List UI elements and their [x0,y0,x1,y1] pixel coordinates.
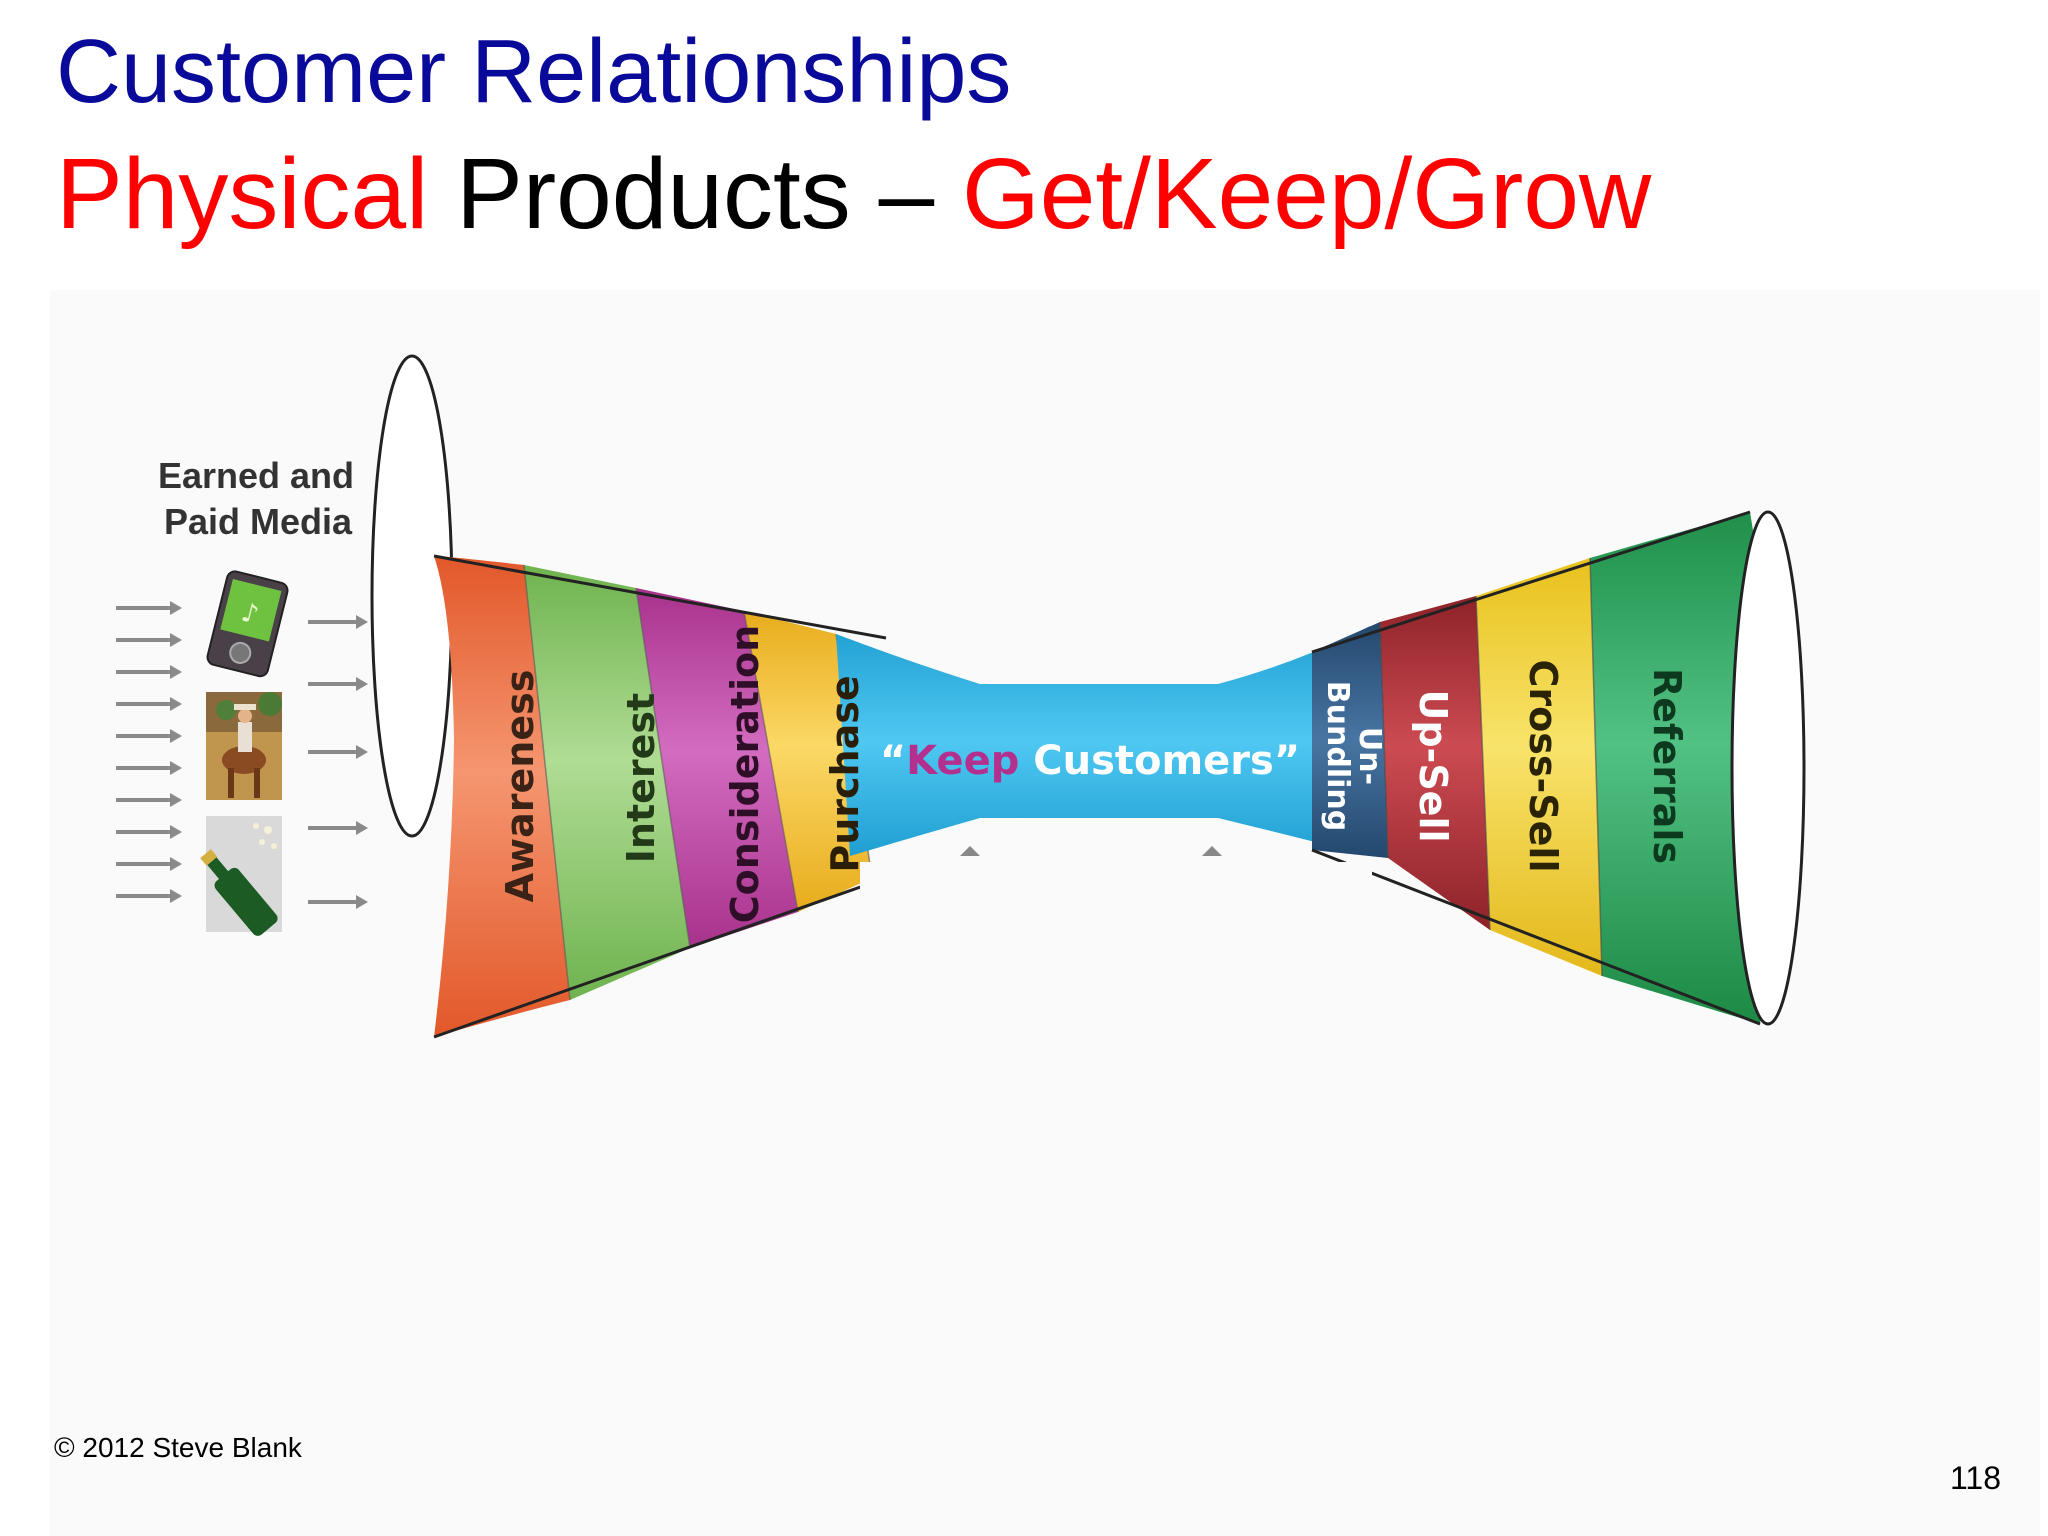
arrow-icon [960,846,1222,856]
title-products: Products – [428,138,962,250]
label-consideration: Consideration [723,625,767,923]
stage-awareness [434,556,570,1037]
title-get-keep-grow: Get/Keep/Grow [961,138,1652,250]
slide-title-line1: Customer Relationships [56,22,1012,122]
mp3-player-icon: ♪ [206,570,289,678]
get-keep-grow-funnel-diagram: Earned and Paid Media ♪ [116,354,1806,1039]
keep-word: Keep [906,738,1019,784]
page-number: 118 [1950,1460,2002,1496]
arrow-icon [308,615,368,909]
keep-customers-tube [836,626,1370,856]
label-unbundling-line1: Un- [1352,727,1387,785]
label-unbundling-line2: Bundling [1320,681,1355,831]
svg-text:♪: ♪ [238,598,261,631]
label-interest: Interest [619,693,663,863]
stage-unbundling [1312,622,1388,858]
title-physical: Physical [56,138,429,250]
label-keep-customers: “Keep Customers” [880,738,1300,784]
slide-title-line2: Physical Products – Get/Keep/Grow [56,136,1651,252]
copyright-notice: © 2012 Steve Blank [54,1432,302,1463]
champagne-bottle-icon [200,816,282,936]
funnel-right-rim [1730,510,1806,1026]
label-awareness: Awareness [498,670,542,903]
label-referrals: Referrals [1645,668,1689,864]
stage-upsell [1380,596,1490,930]
funnel-left-rim [370,354,454,838]
label-upsell: Up-Sell [1411,689,1455,842]
stage-crosssell [1476,558,1602,976]
keep-customers-rest: Customers” [1019,738,1300,784]
diagram-area: Earned and Paid Media ♪ [50,290,2040,1536]
arrow-icon [116,601,182,903]
label-purchase: Purchase [823,675,867,872]
cowboy-photo-icon [206,692,282,800]
label-crosssell: Cross-Sell [1521,660,1565,873]
media-label-line1: Earned and [158,455,354,496]
keep-quote-open: “ [880,738,906,784]
media-label-line2: Paid Media [164,501,353,542]
stage-referrals [1590,512,1773,1024]
